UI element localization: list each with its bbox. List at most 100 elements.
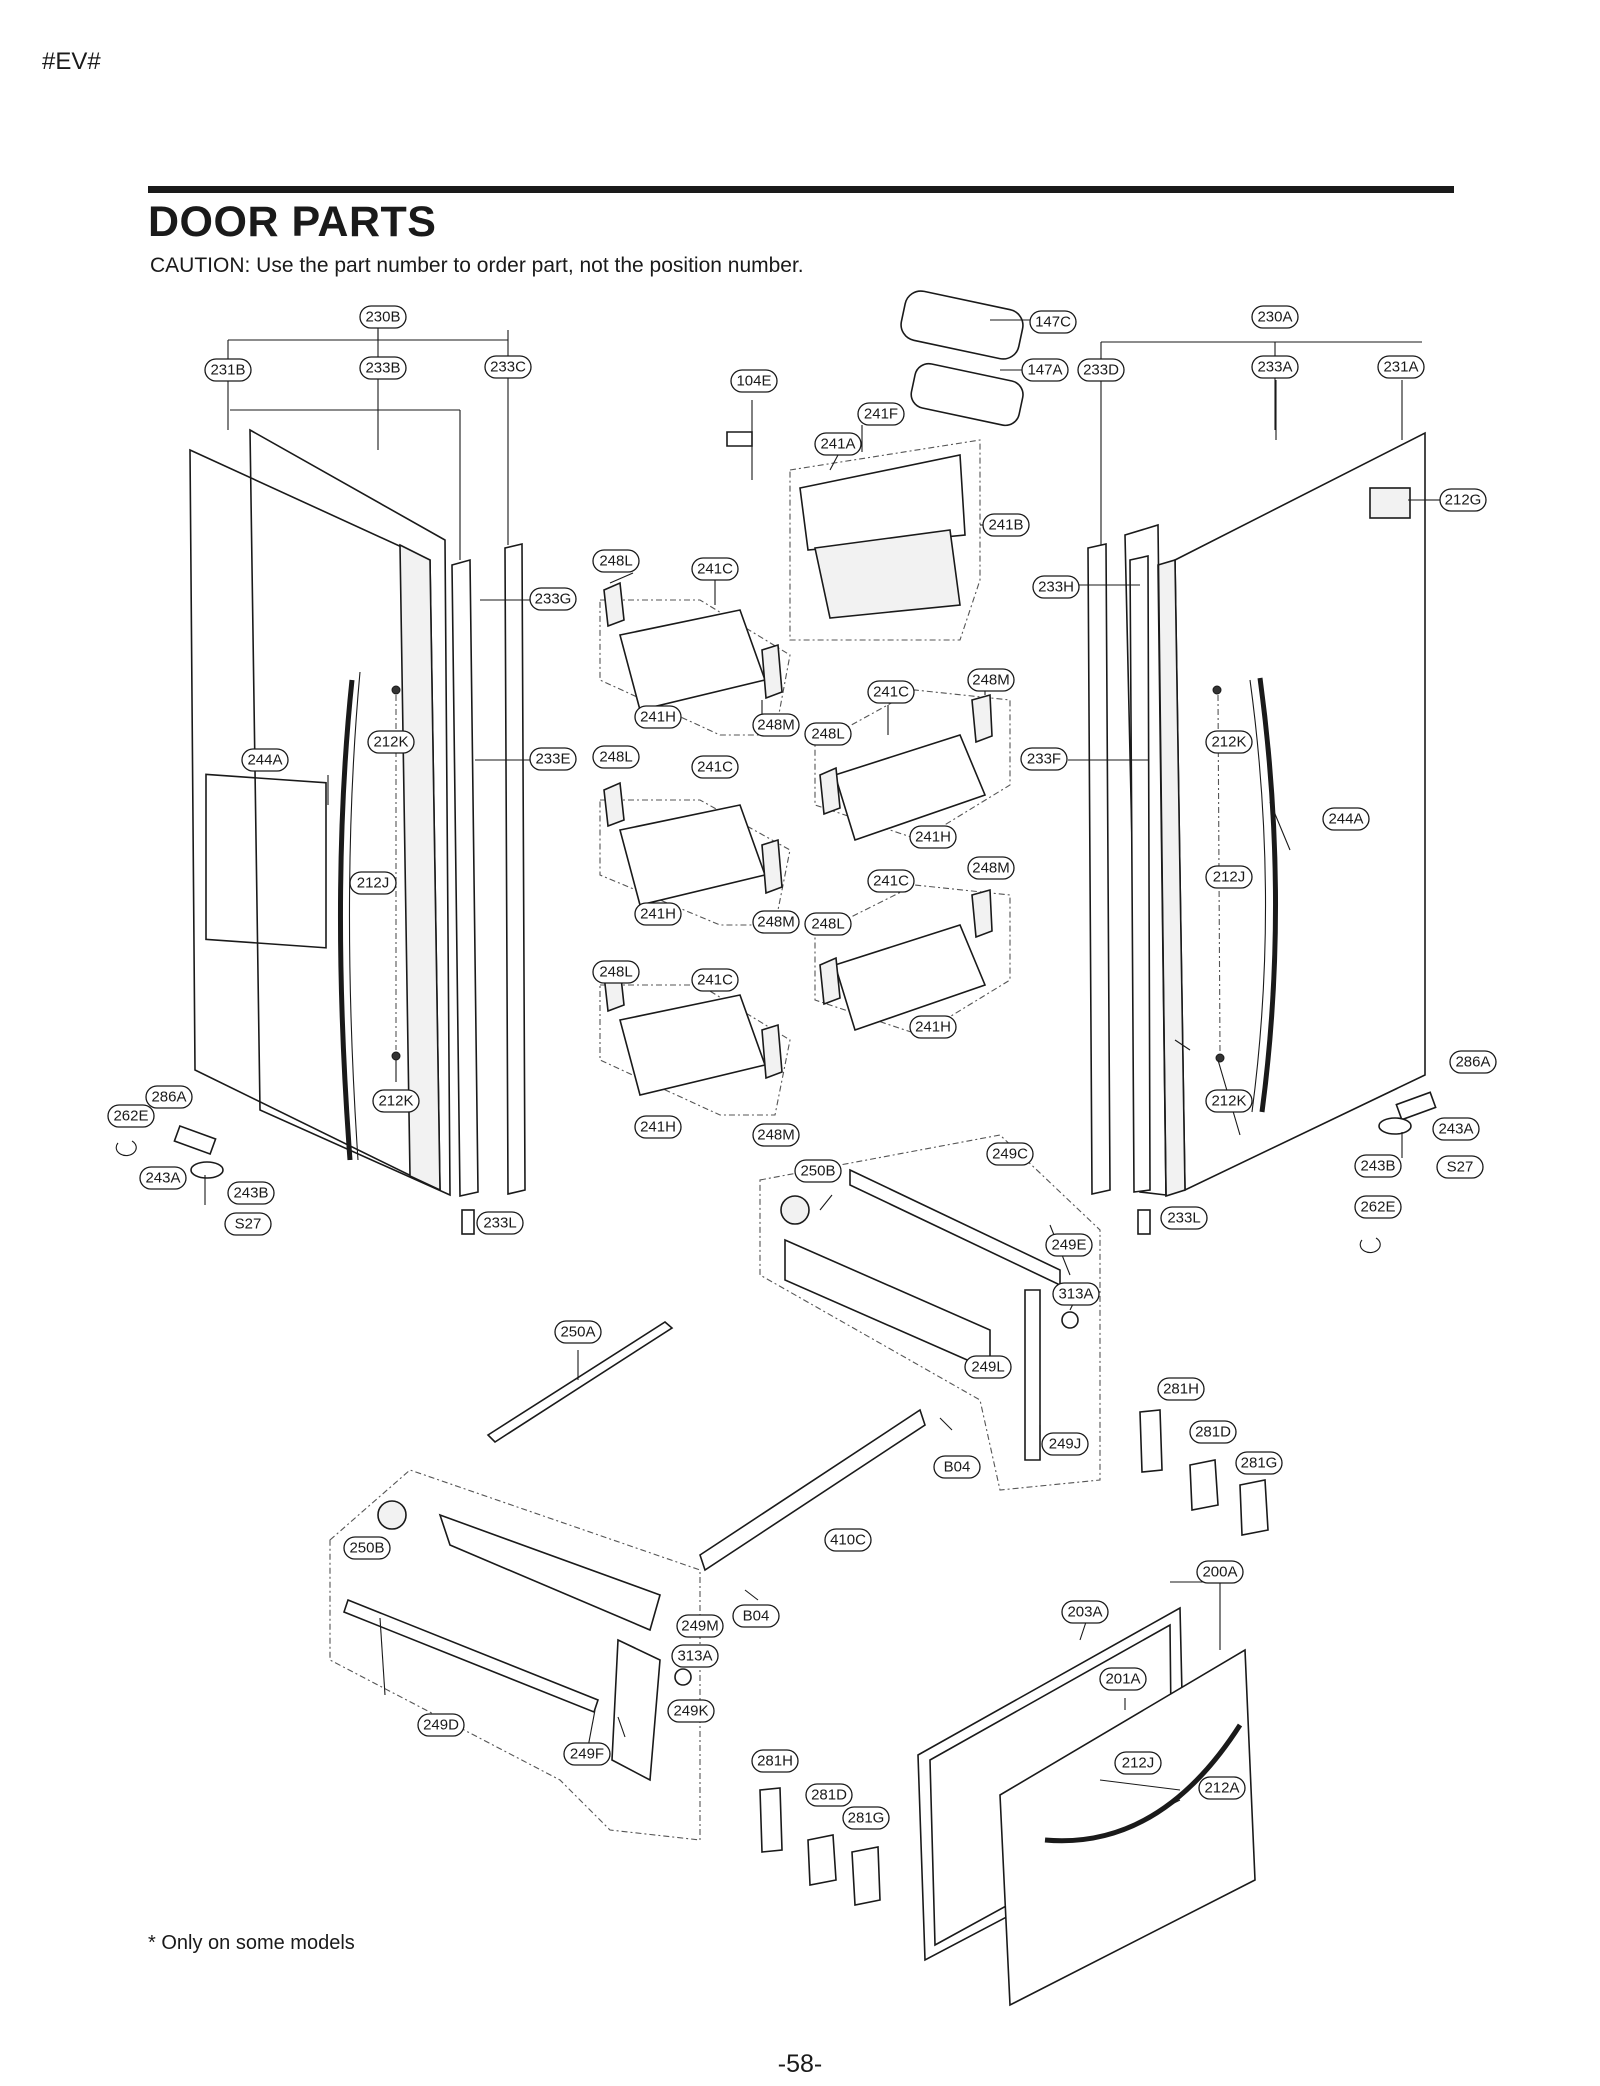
svg-text:248L: 248L — [811, 726, 844, 743]
left-233L-part — [461, 1209, 475, 1235]
label-249L: 249L — [964, 1355, 1012, 1379]
svg-text:B04: B04 — [944, 1459, 971, 1476]
bracket-249J — [1024, 1289, 1041, 1461]
caution-note: CAUTION: Use the part number to order pa… — [150, 254, 804, 277]
label-241C-3: 241C — [691, 755, 739, 779]
door-bins — [599, 581, 1011, 1116]
bin-1 — [619, 609, 767, 711]
plug-313A-top — [1061, 1311, 1079, 1329]
svg-text:281G: 281G — [1241, 1455, 1278, 1472]
bin-2 — [834, 734, 987, 842]
label-233L-r: 233L — [1160, 1206, 1208, 1230]
svg-text:212J: 212J — [357, 875, 390, 892]
label-243A-l: 243A — [139, 1166, 187, 1190]
svg-text:281H: 281H — [1163, 1381, 1199, 1398]
right-233L-part — [1137, 1209, 1151, 1235]
svg-text:212G: 212G — [1445, 492, 1482, 509]
label-313A-1: 313A — [1052, 1282, 1100, 1306]
bin-1-end-r — [761, 643, 783, 700]
label-212K-r1: 212K — [1205, 730, 1253, 754]
label-241H-3: 241H — [634, 902, 682, 926]
header-code: #EV# — [42, 48, 101, 75]
left-hinge — [173, 1124, 217, 1156]
label-241C-4: 241C — [867, 869, 915, 893]
label-281G-2: 281G — [842, 1806, 890, 1830]
svg-text:281G: 281G — [848, 1810, 885, 1827]
label-241H-2: 241H — [909, 825, 957, 849]
svg-text:233C: 233C — [490, 359, 526, 376]
gear-250B-top — [780, 1195, 810, 1225]
svg-text:241H: 241H — [640, 906, 676, 923]
right-gasket-strip — [1129, 555, 1151, 1193]
dispenser-241A — [799, 454, 966, 551]
label-243A-r: 243A — [1432, 1117, 1480, 1141]
svg-text:249D: 249D — [423, 1717, 459, 1734]
label-248M-4: 248M — [752, 910, 800, 934]
label-248L-2: 248L — [804, 722, 852, 746]
label-230A: 230A — [1251, 305, 1299, 329]
label-201A: 201A — [1099, 1667, 1147, 1691]
label-241H-1: 241H — [634, 705, 682, 729]
bin-1-end-l — [603, 581, 625, 628]
label-231B: 231B — [204, 358, 252, 382]
label-281H-1: 281H — [1157, 1377, 1205, 1401]
freezer-drawer-assembly — [917, 1581, 1256, 2007]
svg-text:212J: 212J — [1213, 869, 1246, 886]
label-233G: 233G — [529, 587, 577, 611]
label-244A-l: 244A — [241, 748, 289, 772]
svg-text:244A: 244A — [247, 752, 282, 769]
gear-250B-bottom — [377, 1500, 407, 1530]
page-title: DOOR PARTS — [148, 198, 437, 246]
svg-text:241A: 241A — [820, 436, 855, 453]
label-250B-2: 250B — [343, 1536, 391, 1560]
svg-text:248M: 248M — [972, 672, 1010, 689]
svg-text:243B: 243B — [1360, 1158, 1395, 1175]
label-212A: 212A — [1198, 1776, 1246, 1800]
label-241A: 241A — [814, 432, 862, 456]
svg-text:201A: 201A — [1105, 1671, 1140, 1688]
label-248M-2: 248M — [967, 668, 1015, 692]
svg-text:230A: 230A — [1257, 309, 1292, 326]
svg-text:243B: 243B — [233, 1185, 268, 1202]
svg-text:241C: 241C — [697, 759, 733, 776]
left-door-assembly — [115, 320, 532, 1235]
label-243B-l: 243B — [227, 1181, 275, 1205]
right-door-assembly — [1068, 341, 1440, 1254]
label-249M: 249M — [676, 1614, 724, 1638]
svg-text:104E: 104E — [736, 373, 771, 390]
bracket-104E — [726, 431, 753, 447]
svg-text:241H: 241H — [640, 1119, 676, 1136]
label-S27-r: S27 — [1436, 1155, 1484, 1179]
label-231A: 231A — [1377, 355, 1425, 379]
svg-text:241C: 241C — [873, 684, 909, 701]
title-rule — [148, 186, 1454, 193]
label-S27-l: S27 — [224, 1212, 272, 1236]
right-clip-262E — [1359, 1237, 1381, 1254]
label-248L-5: 248L — [592, 960, 640, 984]
label-241C-5: 241C — [691, 968, 739, 992]
svg-text:203A: 203A — [1067, 1604, 1102, 1621]
svg-text:248L: 248L — [599, 964, 632, 981]
svg-text:212A: 212A — [1204, 1780, 1239, 1797]
label-212J-r: 212J — [1205, 865, 1253, 889]
svg-text:233E: 233E — [535, 751, 570, 768]
label-286A-r: 286A — [1449, 1050, 1497, 1074]
svg-text:249M: 249M — [681, 1618, 719, 1635]
svg-text:249C: 249C — [992, 1146, 1028, 1163]
label-212G: 212G — [1439, 488, 1487, 512]
svg-text:233F: 233F — [1027, 751, 1061, 768]
label-249C: 249C — [986, 1142, 1034, 1166]
label-147A: 147A — [1021, 358, 1069, 382]
svg-text:250A: 250A — [560, 1324, 595, 1341]
bin-5-end-r — [761, 1023, 783, 1080]
drawer-handle — [1044, 1723, 1243, 1844]
svg-text:212K: 212K — [1211, 734, 1246, 751]
svg-text:231A: 231A — [1383, 359, 1418, 376]
label-281D-1: 281D — [1189, 1420, 1237, 1444]
svg-text:241B: 241B — [988, 517, 1023, 534]
svg-text:147A: 147A — [1027, 362, 1062, 379]
svg-text:286A: 286A — [151, 1089, 186, 1106]
label-233H: 233H — [1032, 575, 1080, 599]
svg-text:248L: 248L — [599, 553, 632, 570]
label-241C-1: 241C — [691, 557, 739, 581]
